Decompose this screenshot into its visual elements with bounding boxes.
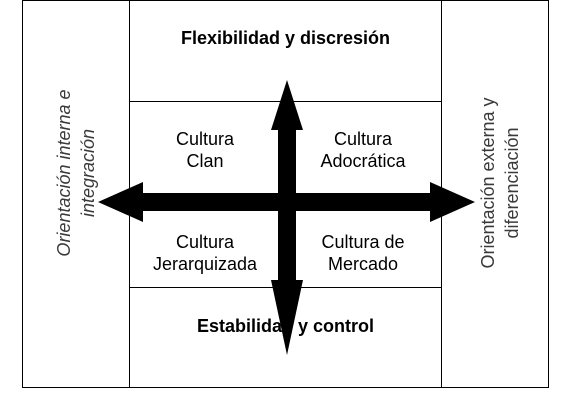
right-side-label: Orientación externa y diferenciación: [476, 78, 524, 288]
quadrant-clan: Cultura Clan: [140, 128, 270, 172]
vertical-double-arrow: [271, 80, 303, 355]
bottom-label: Estabilidad y control: [196, 316, 375, 336]
quadrant-jerarquizada-line1: Cultura: [175, 232, 235, 252]
outer-border: [22, 0, 549, 388]
right-side-label-line1: Orientación externa y: [478, 97, 498, 269]
quadrant-mercado: Cultura de Mercado: [298, 231, 428, 275]
left-side-label-line2: integración: [78, 128, 98, 218]
quadrant-jerarquizada: Cultura Jerarquizada: [140, 231, 270, 275]
left-side-label: Orientación interna e integración: [52, 73, 100, 273]
quadrant-adocratica-line1: Cultura: [333, 129, 393, 149]
top-label: Flexibilidad y discresión: [180, 28, 391, 48]
quadrant-clan-line2: Clan: [186, 151, 224, 171]
quadrant-jerarquizada-line2: Jerarquizada: [152, 254, 258, 274]
right-side-label-line2: diferenciación: [502, 127, 522, 239]
quadrant-clan-line1: Cultura: [175, 129, 235, 149]
quadrant-adocratica-line2: Adocrática: [320, 151, 406, 171]
quadrant-mercado-line2: Mercado: [327, 254, 399, 274]
left-side-label-line1: Orientación interna e: [54, 89, 74, 257]
quadrant-mercado-line1: Cultura de: [321, 232, 405, 252]
quadrant-adocratica: Cultura Adocrática: [298, 128, 428, 172]
